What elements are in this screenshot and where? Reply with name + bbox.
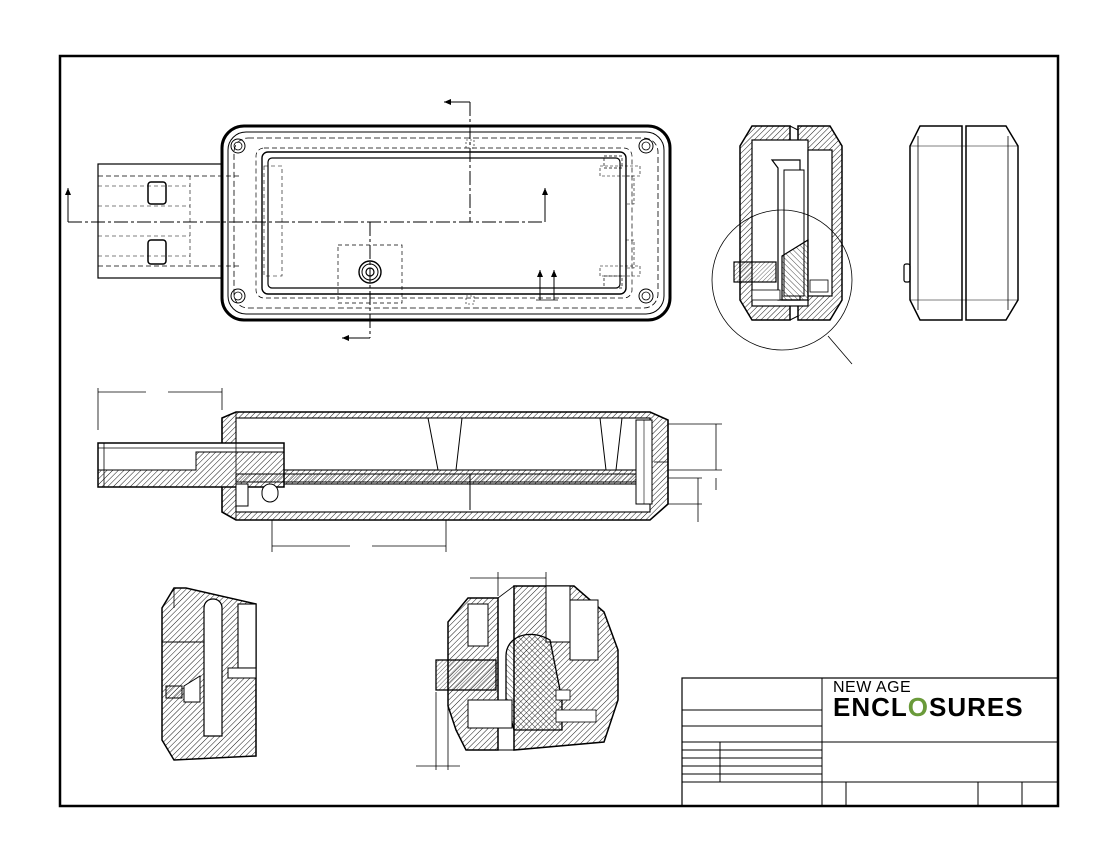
- usb-plug-top: [97, 163, 240, 279]
- side-view-right: [903, 125, 1019, 321]
- logo-line2: ENCLOSURES: [833, 694, 1024, 720]
- end-section-view: [711, 125, 853, 365]
- top-view: [65, 99, 672, 341]
- title-block: [681, 677, 1059, 807]
- sheet-border: [58, 54, 1060, 808]
- enclosure-outer: [220, 124, 672, 322]
- logo-line1: NEW AGE: [833, 679, 912, 696]
- detail-view-a: [161, 587, 257, 761]
- detail-view-b: [416, 572, 619, 770]
- logo-line2-pre: ENCL: [833, 692, 908, 722]
- logo-line2-o: O: [907, 692, 930, 722]
- long-section-view: [97, 388, 722, 552]
- logo-line2-post: SURES: [929, 692, 1024, 722]
- company-logo: NEW AGE ENCLOSURES: [833, 679, 1053, 720]
